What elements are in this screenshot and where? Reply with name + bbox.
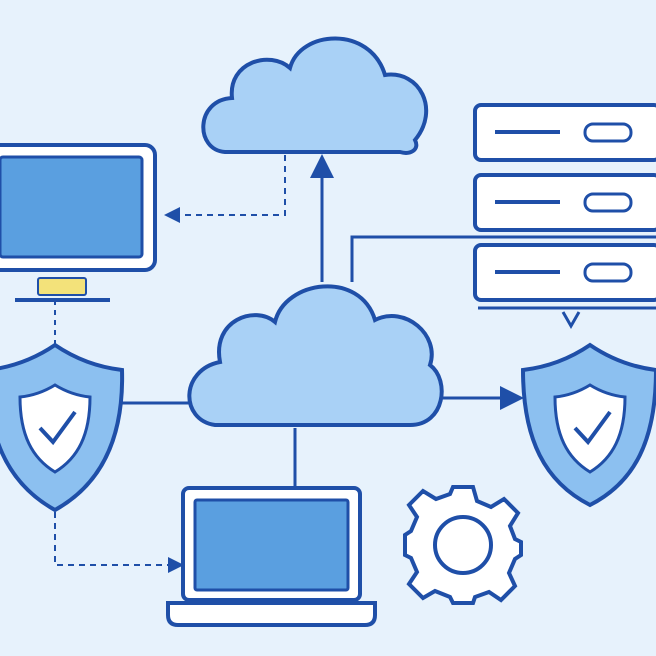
connector-center-to-servers: [350, 235, 656, 282]
center-cloud-icon: [187, 284, 444, 427]
check-icon: [573, 410, 612, 446]
left-shield-icon: [0, 342, 125, 513]
connectors: [54, 154, 656, 573]
server-unit: [473, 173, 656, 232]
monitor-icon: [0, 143, 157, 302]
gear-icon: [403, 485, 523, 605]
right-shield-icon: [520, 342, 656, 508]
connector-top-cloud-to-monitor: [164, 155, 286, 223]
check-icon: [38, 410, 77, 446]
server-unit: [473, 243, 656, 302]
laptop-icon: [166, 486, 377, 627]
top-cloud-icon: [201, 36, 429, 155]
server-icon: [473, 103, 656, 330]
server-unit: [473, 103, 656, 162]
connector-left-shield-to-laptop: [54, 512, 184, 573]
